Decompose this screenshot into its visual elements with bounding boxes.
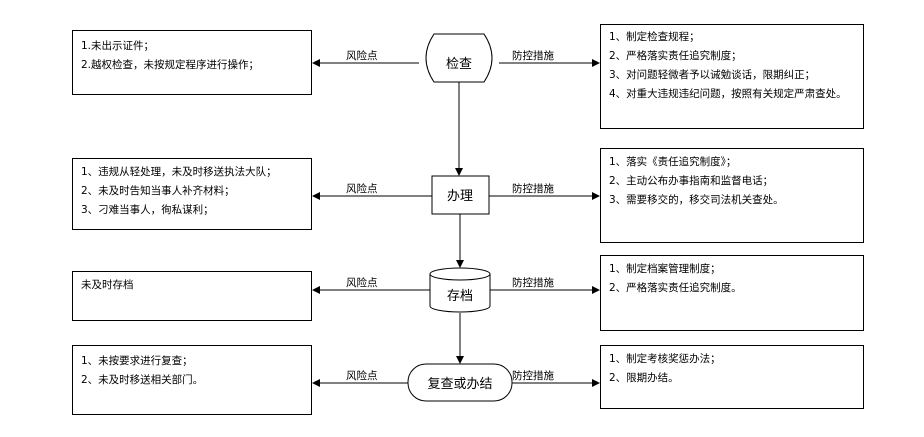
control-item: 2、严格落实责任追究制度。 — [609, 282, 742, 294]
control-item: 4、对重大违规违纪问题，按照有关规定严肃查处。 — [609, 88, 847, 100]
risk-label-handle: 风险点 — [346, 182, 378, 195]
risk-box-review: 1、未按要求进行复查； 2、未及时移送相关部门。 — [72, 345, 312, 415]
control-item: 3、对问题轻微者予以诫勉谈话，限期纠正； — [609, 69, 816, 81]
control-label-archive: 防控措施 — [512, 276, 554, 289]
archive-node-label: 存档 — [447, 289, 473, 304]
risk-label-archive: 风险点 — [346, 276, 378, 289]
risk-item: 未及时存档 — [81, 279, 134, 291]
control-box-handle: 1、落实《责任追究制度》； 2、主动公布办事指南和监督电话； 3、需要移交的，移… — [600, 148, 864, 243]
risk-item: 2、未及时移送相关部门。 — [81, 374, 204, 386]
control-item: 1、制定检查规程； — [609, 31, 700, 43]
risk-box-inspect: 1.未出示证件； 2.越权检查，未按规定程序进行操作； — [72, 30, 312, 95]
risk-box-handle: 1、违规从轻处理，未及时移送执法大队； 2、未及时告知当事人补齐材料； 3、刁难… — [72, 158, 312, 230]
risk-label-review: 风险点 — [346, 369, 378, 382]
handle-node-label: 办理 — [447, 189, 473, 204]
risk-item: 1、违规从轻处理，未及时移送执法大队； — [81, 166, 277, 178]
control-label-review: 防控措施 — [512, 369, 554, 382]
inspect-node-label: 检查 — [446, 57, 472, 72]
control-item: 1、落实《责任追究制度》； — [609, 156, 737, 168]
inspect-node-shape — [425, 33, 493, 83]
risk-item: 1.未出示证件； — [81, 40, 155, 52]
control-item: 1、制定档案管理制度； — [609, 263, 721, 275]
control-item: 1、制定考核奖惩办法； — [609, 353, 721, 365]
risk-item: 3、刁难当事人，徇私谋利； — [81, 204, 214, 216]
handle-node-shape — [431, 175, 490, 215]
review-node-label: 复查或办结 — [427, 377, 492, 392]
control-item: 2、主动公布办事指南和监督电话； — [609, 175, 774, 187]
risk-label-inspect: 风险点 — [346, 49, 378, 62]
control-item: 2、严格落实责任追究制度； — [609, 50, 742, 62]
archive-node-top — [429, 273, 491, 281]
risk-item: 2、未及时告知当事人补齐材料； — [81, 185, 235, 197]
control-item: 3、需要移交的，移交司法机关查处。 — [609, 194, 784, 206]
risk-item: 2.越权检查，未按规定程序进行操作； — [81, 59, 260, 71]
control-box-archive: 1、制定档案管理制度； 2、严格落实责任追究制度。 — [600, 255, 864, 331]
control-label-inspect: 防控措施 — [512, 49, 554, 62]
control-label-handle: 防控措施 — [512, 182, 554, 195]
risk-box-archive: 未及时存档 — [72, 271, 312, 321]
control-item: 2、限期办结。 — [609, 372, 679, 384]
control-box-inspect: 1、制定检查规程； 2、严格落实责任追究制度； 3、对问题轻微者予以诫勉谈话，限… — [600, 24, 864, 129]
control-box-review: 1、制定考核奖惩办法； 2、限期办结。 — [600, 345, 864, 409]
risk-item: 1、未按要求进行复查； — [81, 355, 193, 367]
